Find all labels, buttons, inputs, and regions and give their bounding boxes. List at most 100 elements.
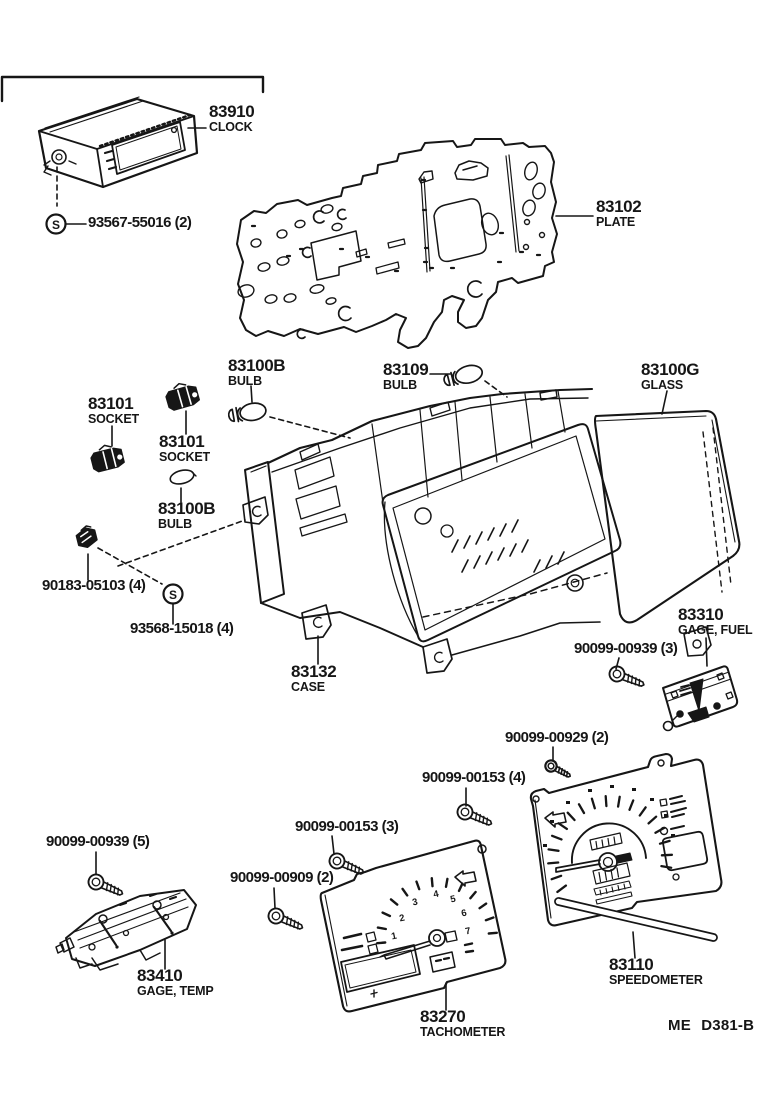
part-name: TACHOMETER [420,1024,506,1039]
part-label-93568-15018: 93568-15018 (4) [130,620,234,637]
screw-icon [607,664,646,692]
clock-part [39,97,197,187]
part-number: 83101 [88,394,134,413]
part-name: BULB [158,516,192,531]
screw-icon [86,872,125,901]
part-name: PLATE [596,214,636,229]
figure-bracket [2,77,263,101]
part-number: 83910 [209,102,255,121]
part-label-90099-00153-3: 90099-00153 (3) [295,818,399,835]
bulb-83109 [442,363,484,389]
part-number: 83109 [383,360,429,379]
screw-icon [543,758,572,781]
part-label-83132-case: 83132 CASE [291,662,337,694]
part-name: SOCKET [88,411,139,426]
part-number: 90099-00153 (3) [295,818,399,835]
part-number: 83410 [137,966,183,985]
case-hatch-marks [452,520,564,572]
part-number: 90099-00929 (2) [505,729,609,746]
part-number: 90099-00909 (2) [230,869,334,886]
tach-numeral: 2 [398,913,405,925]
speedometer-numeral-marks [543,785,675,847]
part-name: GAGE, FUEL [678,622,753,637]
assembly-dashed-lines [57,167,507,584]
speedometer-part [531,754,722,941]
part-label-90099-00929-2: 90099-00929 (2) [505,729,609,746]
part-label-90099-00153-4: 90099-00153 (4) [422,769,526,786]
tachometer-scale-numerals: 1 2 3 4 5 6 7 [390,888,471,942]
part-label-83110-speedometer: 83110 SPEEDOMETER [609,956,703,987]
part-label-83270-tachometer: 83270 TACHOMETER [420,1008,505,1039]
case-part [243,389,620,673]
part-number: 83102 [596,197,642,216]
tach-numeral: 4 [432,888,440,900]
part-label-83100b-bulb-upper: 83100B BULB [228,356,286,388]
socket-83101-left [89,442,125,473]
tach-numeral: 6 [460,908,467,920]
part-number: 83101 [159,432,205,451]
part-number: 93568-15018 (4) [130,620,234,637]
indicator-glyphs [660,796,686,835]
part-label-83910-clock: 83910 CLOCK [209,102,255,134]
part-number: 90099-00939 (5) [46,833,150,850]
part-number: 83132 [291,662,337,681]
tach-numeral: 7 [464,926,471,938]
part-label-83109-bulb: 83109 BULB [383,360,429,392]
part-number: 83310 [678,605,724,624]
part-name: CASE [291,679,325,694]
part-label-83410-gage-temp: 83410 GAGE, TEMP [137,966,214,998]
socket-83101-mid [164,380,200,412]
part-number: 93567-55016 (2) [88,214,192,231]
tach-numeral: 5 [449,893,457,905]
screw-symbol-letter: S [169,588,177,602]
tach-numeral: 1 [390,930,398,942]
part-label-93567-55016: 93567-55016 (2) [88,214,192,231]
needle-rod [555,898,717,941]
screw-symbol-top: S [47,215,66,234]
part-name: GLASS [641,377,684,392]
left-arrow-icon [545,812,566,827]
part-number: 83100G [641,360,700,379]
part-name: GAGE, TEMP [137,983,214,998]
part-number: 90183-05103 (4) [42,577,146,594]
tachometer-ticks [377,878,497,952]
fuel-gage-part [663,666,737,730]
left-arrow-icon [455,871,476,886]
part-label-83101-socket-left: 83101 SOCKET [88,395,139,426]
screw-icon [455,802,494,831]
leader-lines [66,128,707,1010]
part-label-83310-gage-fuel: 83310 GAGE, FUEL [678,605,753,637]
bulb-83100b-upper [227,401,267,424]
part-name: BULB [383,377,417,392]
part-name: SOCKET [159,449,210,464]
part-label-90099-00909-2: 90099-00909 (2) [230,869,334,886]
part-label-83102-plate: 83102 PLATE [596,197,642,229]
part-label-83100b-bulb-lower: 83100B BULB [158,499,216,531]
part-label-90099-00939-5: 90099-00939 (5) [46,833,150,850]
figure-code-text: ME D381-B [668,1017,755,1034]
part-number: 90099-00153 (4) [422,769,526,786]
bulb-83100b-lower [169,468,196,486]
part-number: 83270 [420,1007,466,1026]
glass-part [595,411,739,656]
part-number: 83100B [228,356,286,375]
indicator-text-marks [342,934,362,950]
part-label-90183-05103: 90183-05103 (4) [42,577,146,594]
part-number: 83100B [158,499,216,518]
part-label-90099-00939-3: 90099-00939 (3) [574,640,678,657]
figure-code: ME D381-B [668,1018,754,1034]
clip-90183 [75,524,99,549]
tach-numeral: 3 [411,897,418,909]
part-name: CLOCK [209,119,253,134]
speedometer-ticks [548,796,672,892]
part-number: 83110 [609,955,654,974]
screw-icons [86,664,647,934]
screw-symbol-letter: S [52,218,60,232]
plate-part [237,139,557,348]
screw-icon [266,906,305,935]
screw-symbol-bottom: S [164,585,183,604]
part-number: 90099-00939 (3) [574,640,678,657]
part-name: BULB [228,373,262,388]
